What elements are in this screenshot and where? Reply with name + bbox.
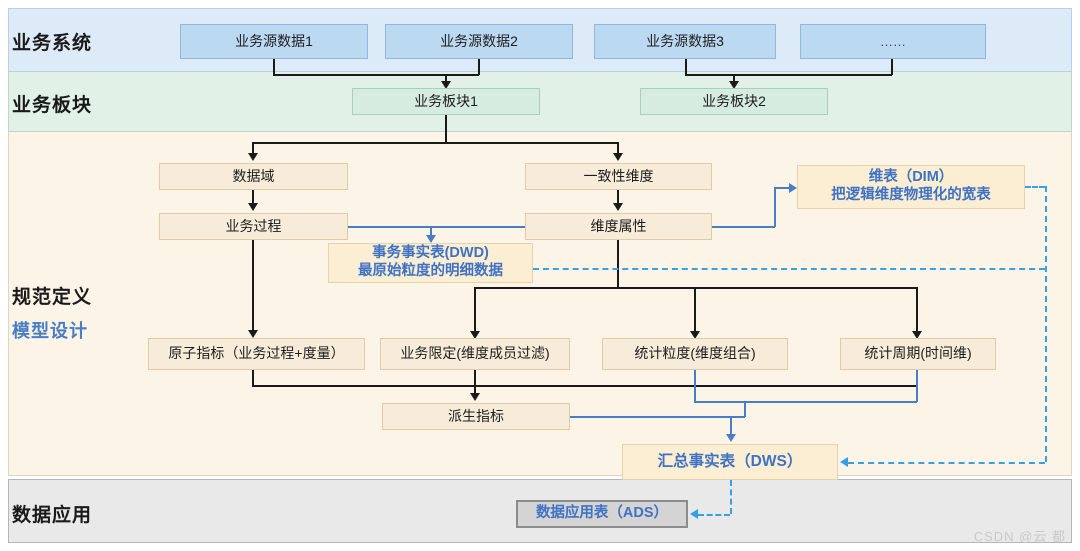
connector-sector1-stub [445,74,447,84]
connector-blue-attr-right [712,226,775,228]
node-source-data-more[interactable]: …… [800,24,986,59]
band-business-sector [8,72,1072,132]
node-derived-metric[interactable]: 派生指标 [382,403,570,430]
band-label-business-system: 业务系统 [12,33,93,54]
node-dws-summary-table[interactable]: 汇总事实表（DWS） [622,444,838,480]
arrowhead-to-dimension-attribute [613,203,623,211]
arrowhead-to-ads [690,509,698,519]
connector-blue-dim-right [774,187,791,189]
arrowhead-to-sector2 [729,81,739,89]
connector-src2-across [445,74,479,76]
connector-blue-join-across [730,416,745,418]
arrowhead-to-sector1 [441,81,451,89]
connector-fanout-right [617,142,619,155]
connector-attr-down [617,240,619,288]
dim-line-1: 维表（DIM） [868,169,954,186]
node-stat-period[interactable]: 统计周期(时间维) [840,338,996,370]
band-label-model-design: 模型设计 [12,321,88,341]
node-source-data-3[interactable]: 业务源数据3 [594,24,776,59]
node-consistent-dimension[interactable]: 一致性维度 [525,163,712,190]
connector-sector1-down [445,115,447,143]
arrowhead-to-dws [726,434,736,442]
node-business-sector-1[interactable]: 业务板块1 [352,88,540,115]
connector-src3-down [685,59,687,75]
connector-blue-join-down [744,401,746,417]
arrowhead-to-business-process [248,203,258,211]
connector-consdim-to-attr [617,190,619,205]
connector-blue-dim-up [774,188,776,227]
connector-blue-dwd-down [430,226,432,238]
connector-blue-period-down [916,370,918,402]
dashed-dim-to-right [1025,186,1045,188]
node-dimension-attribute[interactable]: 维度属性 [525,213,712,240]
connector-blue-derived-across [570,416,745,418]
node-source-data-1[interactable]: 业务源数据1 [180,24,368,59]
connector-sector1-fanout [252,142,618,144]
arrowhead-to-consistent-dimension [613,153,623,161]
connector-src2-down [478,59,480,75]
connector-sector2-stub [733,74,735,84]
arrowhead-to-dws-dashed [840,457,848,467]
connector-fan-period [916,287,918,333]
connector-to-derived-stub [474,385,476,395]
connector-fan-limit [474,287,476,333]
node-business-sector-2[interactable]: 业务板块2 [640,88,828,115]
arrowhead-to-dim [789,183,797,193]
node-dim-table[interactable]: 维表（DIM） 把逻辑维度物理化的宽表 [797,165,1025,209]
node-business-process[interactable]: 业务过程 [159,213,348,240]
node-atomic-metric[interactable]: 原子指标（业务过程+度量） [148,338,365,370]
node-data-domain[interactable]: 数据域 [159,163,348,190]
connector-blue-period-across [694,401,917,403]
arrowhead-to-data-domain [248,153,258,161]
connector-src4-down [891,59,893,75]
node-ads-application-table[interactable]: 数据应用表（ADS） [516,500,688,528]
connector-domain-to-process [252,190,254,205]
connector-blue-process-to-dwd [348,226,525,228]
arrowhead-to-stat-granularity [690,331,700,339]
dashed-dwd-to-right [533,268,1045,270]
node-business-limit[interactable]: 业务限定(维度成员过滤) [380,338,570,370]
connector-fan-granularity [694,287,696,333]
dwd-line-1: 事务事实表(DWD) [372,245,489,262]
dim-line-2: 把逻辑维度物理化的宽表 [831,187,991,203]
dwd-line-2: 最原始粒度的明细数据 [358,263,503,279]
band-label-data-application: 数据应用 [12,505,93,526]
arrowhead-to-stat-period [912,331,922,339]
connector-metric-merge [252,385,917,387]
dashed-right-trunk [1045,186,1047,462]
connector-atomic-down [252,370,254,386]
arrowhead-to-business-limit [470,331,480,339]
connector-src1-across [273,74,479,76]
connector-limit-down [474,370,476,386]
band-label-spec-definition: 规范定义 [12,287,93,308]
connector-blue-granularity-down [694,370,696,402]
arrowhead-to-dwd [426,235,436,243]
node-dwd-fact-table[interactable]: 事务事实表(DWD) 最原始粒度的明细数据 [328,243,533,283]
node-source-data-2[interactable]: 业务源数据2 [385,24,573,59]
band-label-business-sector: 业务板块 [12,95,93,116]
dashed-dws-to-ads-horizontal [698,514,730,516]
csdn-watermark: CSDN @云 都 [973,529,1066,544]
connector-fanout-left [252,142,254,155]
dashed-dws-to-ads-vertical [730,480,732,514]
connector-process-down [252,240,254,332]
arrowhead-to-derived-metric [470,393,480,401]
arrowhead-to-atomic-metric [248,330,258,338]
node-stat-granularity[interactable]: 统计粒度(维度组合) [602,338,788,370]
connector-blue-to-dws [730,416,732,437]
connector-src34-across [685,74,892,76]
dashed-right-to-dws [848,462,1045,464]
connector-src1-down [273,59,275,75]
